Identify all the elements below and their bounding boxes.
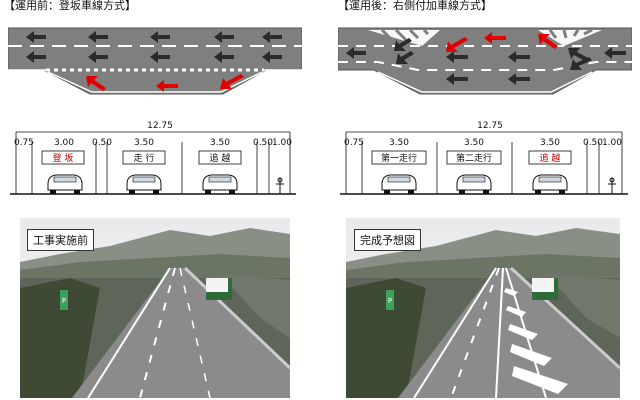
trees-left (20, 278, 100, 398)
dim-label: 3.00 (54, 138, 74, 148)
sign (386, 290, 394, 310)
before-photo-caption: 工事実施前 (27, 229, 94, 251)
before-photo: P (20, 218, 290, 398)
arrow-left-icon (150, 51, 170, 63)
car-icon (532, 174, 568, 194)
dim-label: 0.50 (92, 138, 112, 148)
arrow-left-icon (508, 73, 530, 85)
guardrail-icon (276, 177, 284, 194)
dim-label: 1.00 (602, 138, 622, 148)
lane-label-passing: 追 越 (540, 152, 561, 164)
car-icon (126, 174, 162, 194)
svg-text:P: P (62, 297, 66, 305)
after-plan-diagram (338, 27, 632, 95)
arrow-left-icon (156, 80, 178, 92)
dim-label: 0.50 (583, 138, 603, 148)
before-total-width: 12.75 (147, 121, 173, 131)
arrow-left-icon (508, 51, 530, 63)
arrow-left-icon (262, 31, 282, 43)
trees-left (346, 278, 426, 398)
dim-label: 0.50 (253, 138, 273, 148)
dim-label: 3.50 (540, 138, 560, 148)
arrow-left-icon (346, 47, 366, 59)
lane-label-passing: 追 越 (210, 152, 231, 164)
dim-label: 3.50 (389, 138, 409, 148)
after-cross-section: 12.75 0.75 3.50 3.50 3.50 0.50 1.00 第一走行… (340, 121, 628, 195)
arrow-left-icon (262, 51, 282, 63)
arrow-left-icon (446, 73, 468, 85)
car-icon (202, 174, 238, 194)
arrow-diagonal-icon (446, 37, 468, 52)
dim-label: 1.00 (272, 138, 292, 148)
before-dark-arrows (26, 31, 282, 63)
after-photo-caption: 完成予想図 (354, 229, 421, 251)
arrow-left-icon (604, 47, 626, 59)
lane-label-driving: 走 行 (134, 152, 155, 164)
after-total-width: 12.75 (477, 121, 503, 131)
arrow-diagonal-icon (538, 34, 558, 49)
lane-label-climbing: 登 坂 (53, 153, 74, 164)
dim-label: 3.50 (464, 138, 484, 148)
after-lane-line-2 (338, 61, 632, 71)
road (398, 268, 620, 398)
road (72, 268, 290, 398)
arrow-diagonal-icon (568, 48, 588, 61)
dim-label: 3.50 (134, 138, 154, 148)
arrow-left-icon (26, 31, 46, 43)
arrow-left-icon (484, 32, 506, 44)
lane-label-second-driving: 第二走行 (456, 152, 492, 164)
before-red-arrows (86, 74, 244, 92)
arrow-diagonal-icon (396, 51, 414, 64)
before-plan-diagram (8, 27, 302, 95)
svg-text:P: P (388, 297, 392, 305)
arrow-left-icon (88, 51, 108, 63)
arrow-left-icon (214, 51, 234, 63)
before-outer-edge (47, 71, 263, 93)
lane-label-first-driving: 第一走行 (381, 152, 417, 164)
after-photo: P (346, 218, 620, 398)
arrow-diagonal-icon (86, 76, 106, 91)
arrow-left-icon (214, 31, 234, 43)
arrow-left-icon (26, 51, 46, 63)
arrow-left-icon (150, 31, 170, 43)
arrow-diagonal-icon (394, 38, 412, 51)
after-header: 【運用後：右側付加車線方式】 (338, 0, 492, 12)
after-road-surface (338, 27, 632, 95)
dim-label: 3.50 (210, 138, 230, 148)
guardrail-icon (608, 177, 616, 194)
arrow-diagonal-icon (220, 74, 244, 89)
car-icon (47, 174, 83, 194)
arrow-diagonal-icon (570, 57, 592, 70)
after-dark-arrows (346, 38, 626, 85)
arrow-left-icon (88, 31, 108, 43)
after-outer-edge (377, 71, 593, 93)
sign (60, 290, 68, 310)
before-header: 【運用前：登坂車線方式】 (4, 0, 136, 12)
after-hatch-zones (368, 28, 602, 46)
arrow-left-icon (446, 51, 468, 63)
car-icon (381, 174, 417, 194)
dim-label: 0.75 (344, 138, 364, 148)
dim-label: 0.75 (14, 138, 34, 148)
after-red-arrows (446, 32, 558, 52)
car-icon (456, 174, 492, 194)
before-cross-section: 12.75 0.75 3.00 0.50 3.50 3.50 0.50 1.00… (10, 121, 296, 195)
